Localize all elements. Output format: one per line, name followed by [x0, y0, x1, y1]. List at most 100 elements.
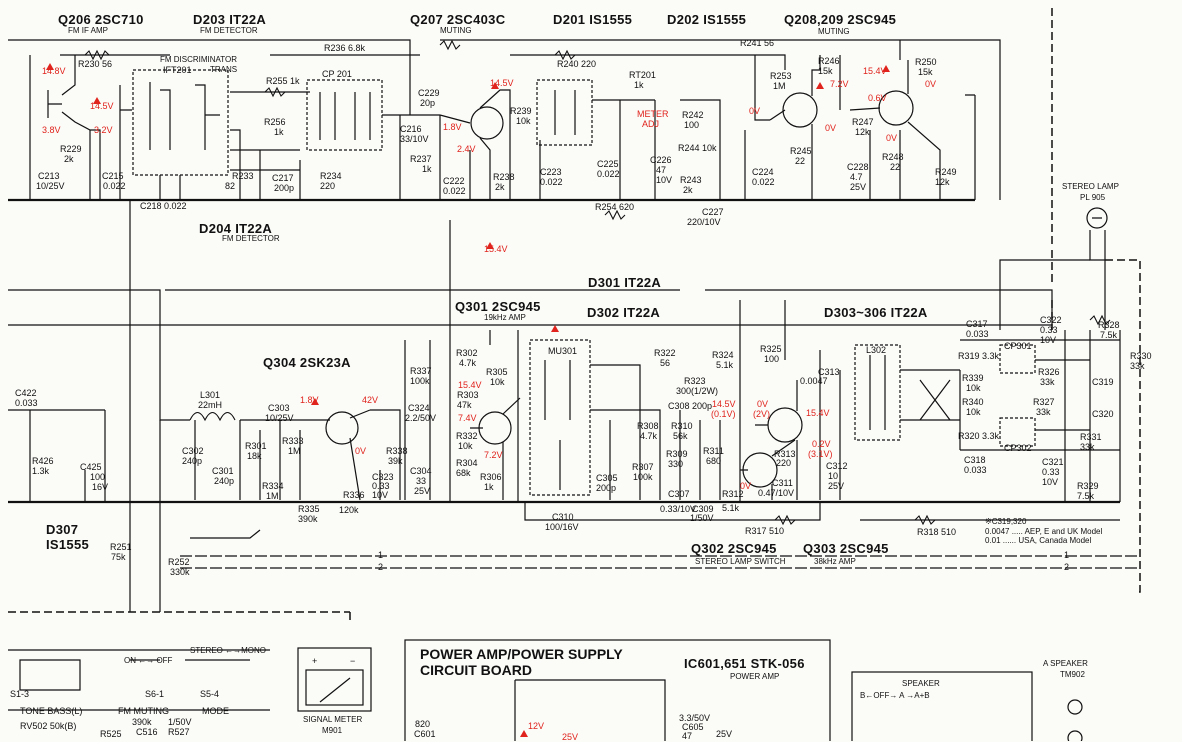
component-label: 2.2/50V: [405, 413, 437, 423]
component-label: 33k: [1080, 442, 1095, 452]
component-label: 33: [416, 476, 427, 486]
component-label: R327: [1033, 397, 1055, 407]
component-label: C215: [102, 171, 124, 181]
voltage-label: 12V: [528, 721, 545, 731]
voltage-markers: [46, 63, 890, 737]
component-label: 22mH: [198, 400, 223, 410]
component-label: 1/50V: [690, 513, 714, 523]
label-mode: MODE: [202, 706, 229, 716]
component-label: R237: [410, 154, 432, 164]
meter-name: SIGNAL METER: [303, 715, 363, 724]
component-label: 0.47/10V: [758, 488, 795, 498]
label-tone-bass: TONE BASS(L): [20, 706, 83, 716]
component-label: R304: [456, 458, 478, 468]
component-label: 220: [776, 458, 792, 468]
component-label: 0.0047: [800, 376, 828, 386]
voltage-label: 14.5V: [712, 399, 736, 409]
component-label: R251: [110, 542, 132, 552]
component-label: R246: [818, 56, 840, 66]
component-label: 10/25V: [265, 413, 294, 423]
component-label: R308: [637, 421, 659, 431]
component-label: R323: [684, 376, 706, 386]
voltage-label: 0V: [749, 106, 761, 116]
header-d202: D202 IS1555: [667, 12, 747, 27]
component-label: 33k: [1036, 407, 1051, 417]
component-label: 47k: [457, 400, 472, 410]
component-label: C307: [668, 489, 690, 499]
component-label: FM DISCRIMINATOR: [160, 55, 238, 64]
component-label: R326: [1038, 367, 1060, 377]
component-label: C228: [847, 162, 869, 172]
component-label: R238: [493, 172, 515, 182]
component-label: 10k: [490, 377, 505, 387]
voltage-label: 14.8V: [42, 66, 66, 76]
voltage-label: 0V: [825, 123, 837, 133]
component-label: 300(1/2W): [676, 386, 719, 396]
footnote-row-2: 0.01 ...... USA, Canada Model: [985, 536, 1092, 545]
component-label: 390k: [132, 717, 152, 727]
component-label: R340: [962, 397, 984, 407]
header-q206-sub: FM IF AMP: [68, 26, 108, 35]
header-d203: D203 IT22A: [193, 12, 267, 27]
header-d301: D301 IT22A: [588, 275, 662, 290]
component-label: R301: [245, 441, 267, 451]
footnote-row-1: 0.0047 ..... AEP, E and UK Model: [985, 527, 1103, 536]
component-label: 12k: [855, 127, 870, 137]
component-label: C425: [80, 462, 102, 472]
component-label: R332: [456, 431, 478, 441]
component-label: C303: [268, 403, 290, 413]
component-label: 120k: [339, 505, 359, 515]
voltage-label: 1.8V: [300, 395, 319, 405]
component-label: R255 1k: [266, 76, 300, 86]
header-q208-209: Q208,209 2SC945: [784, 12, 897, 27]
header-ic601: IC601,651 STK-056: [684, 656, 805, 671]
wiring: [8, 8, 1141, 741]
component-label: R248: [882, 152, 904, 162]
component-label: METER: [637, 109, 669, 119]
bus-label: 1: [378, 550, 384, 560]
component-label: C313: [818, 367, 840, 377]
component-label: R234: [320, 171, 342, 181]
component-label: 33k: [1040, 377, 1055, 387]
component-label: 3.3/50V: [679, 713, 711, 723]
component-label: R249: [935, 167, 957, 177]
component-label: 100k: [633, 472, 653, 482]
voltage-label: 42V: [362, 395, 379, 405]
footnote-mark: ※C319,320: [985, 517, 1027, 526]
component-label: R236 6.8k: [324, 43, 366, 53]
component-label: RV502 50k(B): [20, 721, 77, 731]
voltage-label: 14.5V: [90, 101, 114, 111]
component-label: C324: [408, 403, 430, 413]
component-label: 5.1k: [716, 360, 734, 370]
meter-minus: −: [350, 656, 356, 666]
component-label: 0.33: [1042, 467, 1060, 477]
component-label: R307: [632, 462, 654, 472]
component-label: C222: [443, 176, 465, 186]
component-label: 0.022: [103, 181, 126, 191]
component-label: R253: [770, 71, 792, 81]
voltage-label: 0V: [355, 446, 367, 456]
switch-s1: S1-3: [10, 689, 30, 699]
switch-s5: S5-4: [200, 689, 220, 699]
component-label: R319 3.3k: [958, 351, 1000, 361]
component-label: 1k: [484, 482, 494, 492]
component-label: 0.33: [1040, 325, 1058, 335]
voltage-label: 14.5V: [490, 78, 514, 88]
component-label: RT201: [629, 70, 656, 80]
component-label: 1k: [274, 127, 284, 137]
component-label: 22: [795, 156, 806, 166]
component-label: C605: [682, 722, 704, 732]
component-label: 100: [764, 354, 780, 364]
component-label: R242: [682, 110, 704, 120]
component-label: 220: [320, 181, 336, 191]
component-label: R252: [168, 557, 190, 567]
component-label: 100k: [410, 376, 430, 386]
component-label: 1M: [266, 491, 279, 501]
voltage-label: 0V: [757, 399, 769, 409]
component-label: 0.33/10V: [660, 504, 697, 514]
component-label: R250: [915, 57, 937, 67]
component-label: C305: [596, 473, 618, 483]
a-speaker-ref: TM902: [1060, 670, 1085, 679]
voltage-label: 7.2V: [484, 450, 503, 460]
component-label: R527: [168, 727, 190, 737]
